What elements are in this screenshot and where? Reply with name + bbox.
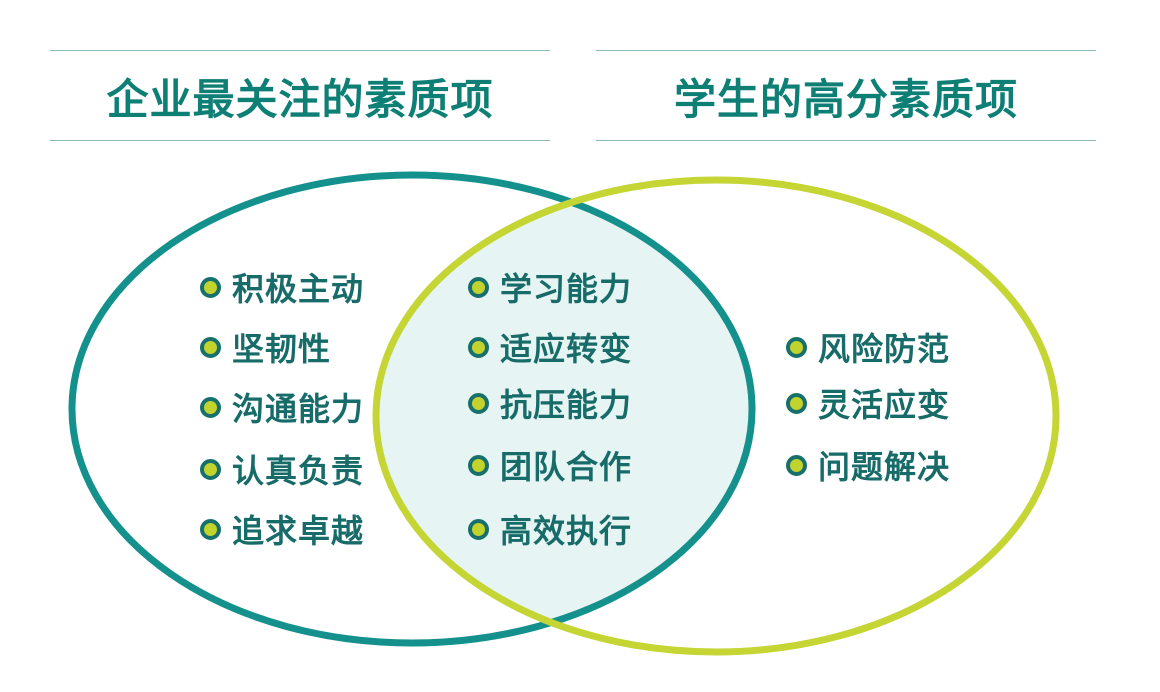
bullet-icon xyxy=(468,336,489,358)
list-item: 高效执行 xyxy=(468,506,632,552)
left-heading-bottom-rule xyxy=(50,140,550,141)
list-item: 团队合作 xyxy=(468,442,632,488)
bullet-icon xyxy=(200,336,221,358)
bullet-icon xyxy=(200,458,221,480)
right-circle xyxy=(372,176,1060,656)
list-item-label: 学习能力 xyxy=(500,270,633,308)
list-item-label: 灵活应变 xyxy=(818,386,951,424)
list-item: 灵活应变 xyxy=(786,380,950,426)
bullet-icon xyxy=(468,518,489,540)
list-item: 风险防范 xyxy=(786,324,950,370)
bullet-icon xyxy=(468,454,489,476)
list-item: 学习能力 xyxy=(468,264,632,310)
left-heading: 企业最关注的素质项 xyxy=(106,75,494,124)
right-heading: 学生的高分素质项 xyxy=(673,75,1018,124)
list-item-label: 抗压能力 xyxy=(500,386,633,424)
bullet-icon xyxy=(468,392,489,414)
list-item: 问题解决 xyxy=(786,442,950,488)
list-item-label: 问题解决 xyxy=(818,448,951,486)
right-heading-bottom-rule xyxy=(596,140,1096,141)
list-item-label: 团队合作 xyxy=(500,448,633,486)
list-item: 适应转变 xyxy=(468,324,632,370)
list-item: 坚韧性 xyxy=(200,324,331,370)
left-circle xyxy=(68,171,756,647)
left-heading-top-rule xyxy=(50,50,550,51)
list-item: 沟通能力 xyxy=(200,384,364,430)
right-heading-top-rule xyxy=(596,50,1096,51)
bullet-icon xyxy=(786,392,807,414)
list-item-label: 适应转变 xyxy=(500,330,633,368)
list-item-label: 积极主动 xyxy=(232,270,365,308)
list-item: 认真负责 xyxy=(200,446,364,492)
bullet-icon xyxy=(200,518,221,540)
list-item-label: 坚韧性 xyxy=(232,330,332,368)
bullet-icon xyxy=(468,276,489,298)
overlap-region xyxy=(376,180,752,643)
list-item-label: 认真负责 xyxy=(232,452,365,490)
list-item-label: 沟通能力 xyxy=(232,390,365,428)
bullet-icon xyxy=(200,396,221,418)
list-item-label: 风险防范 xyxy=(818,330,951,368)
list-item-label: 追求卓越 xyxy=(232,512,365,550)
list-item: 抗压能力 xyxy=(468,380,632,426)
bullet-icon xyxy=(200,276,221,298)
bullet-icon xyxy=(786,454,807,476)
bullet-icon xyxy=(786,336,807,358)
list-item-label: 高效执行 xyxy=(500,512,633,550)
list-item: 积极主动 xyxy=(200,264,364,310)
list-item: 追求卓越 xyxy=(200,506,364,552)
